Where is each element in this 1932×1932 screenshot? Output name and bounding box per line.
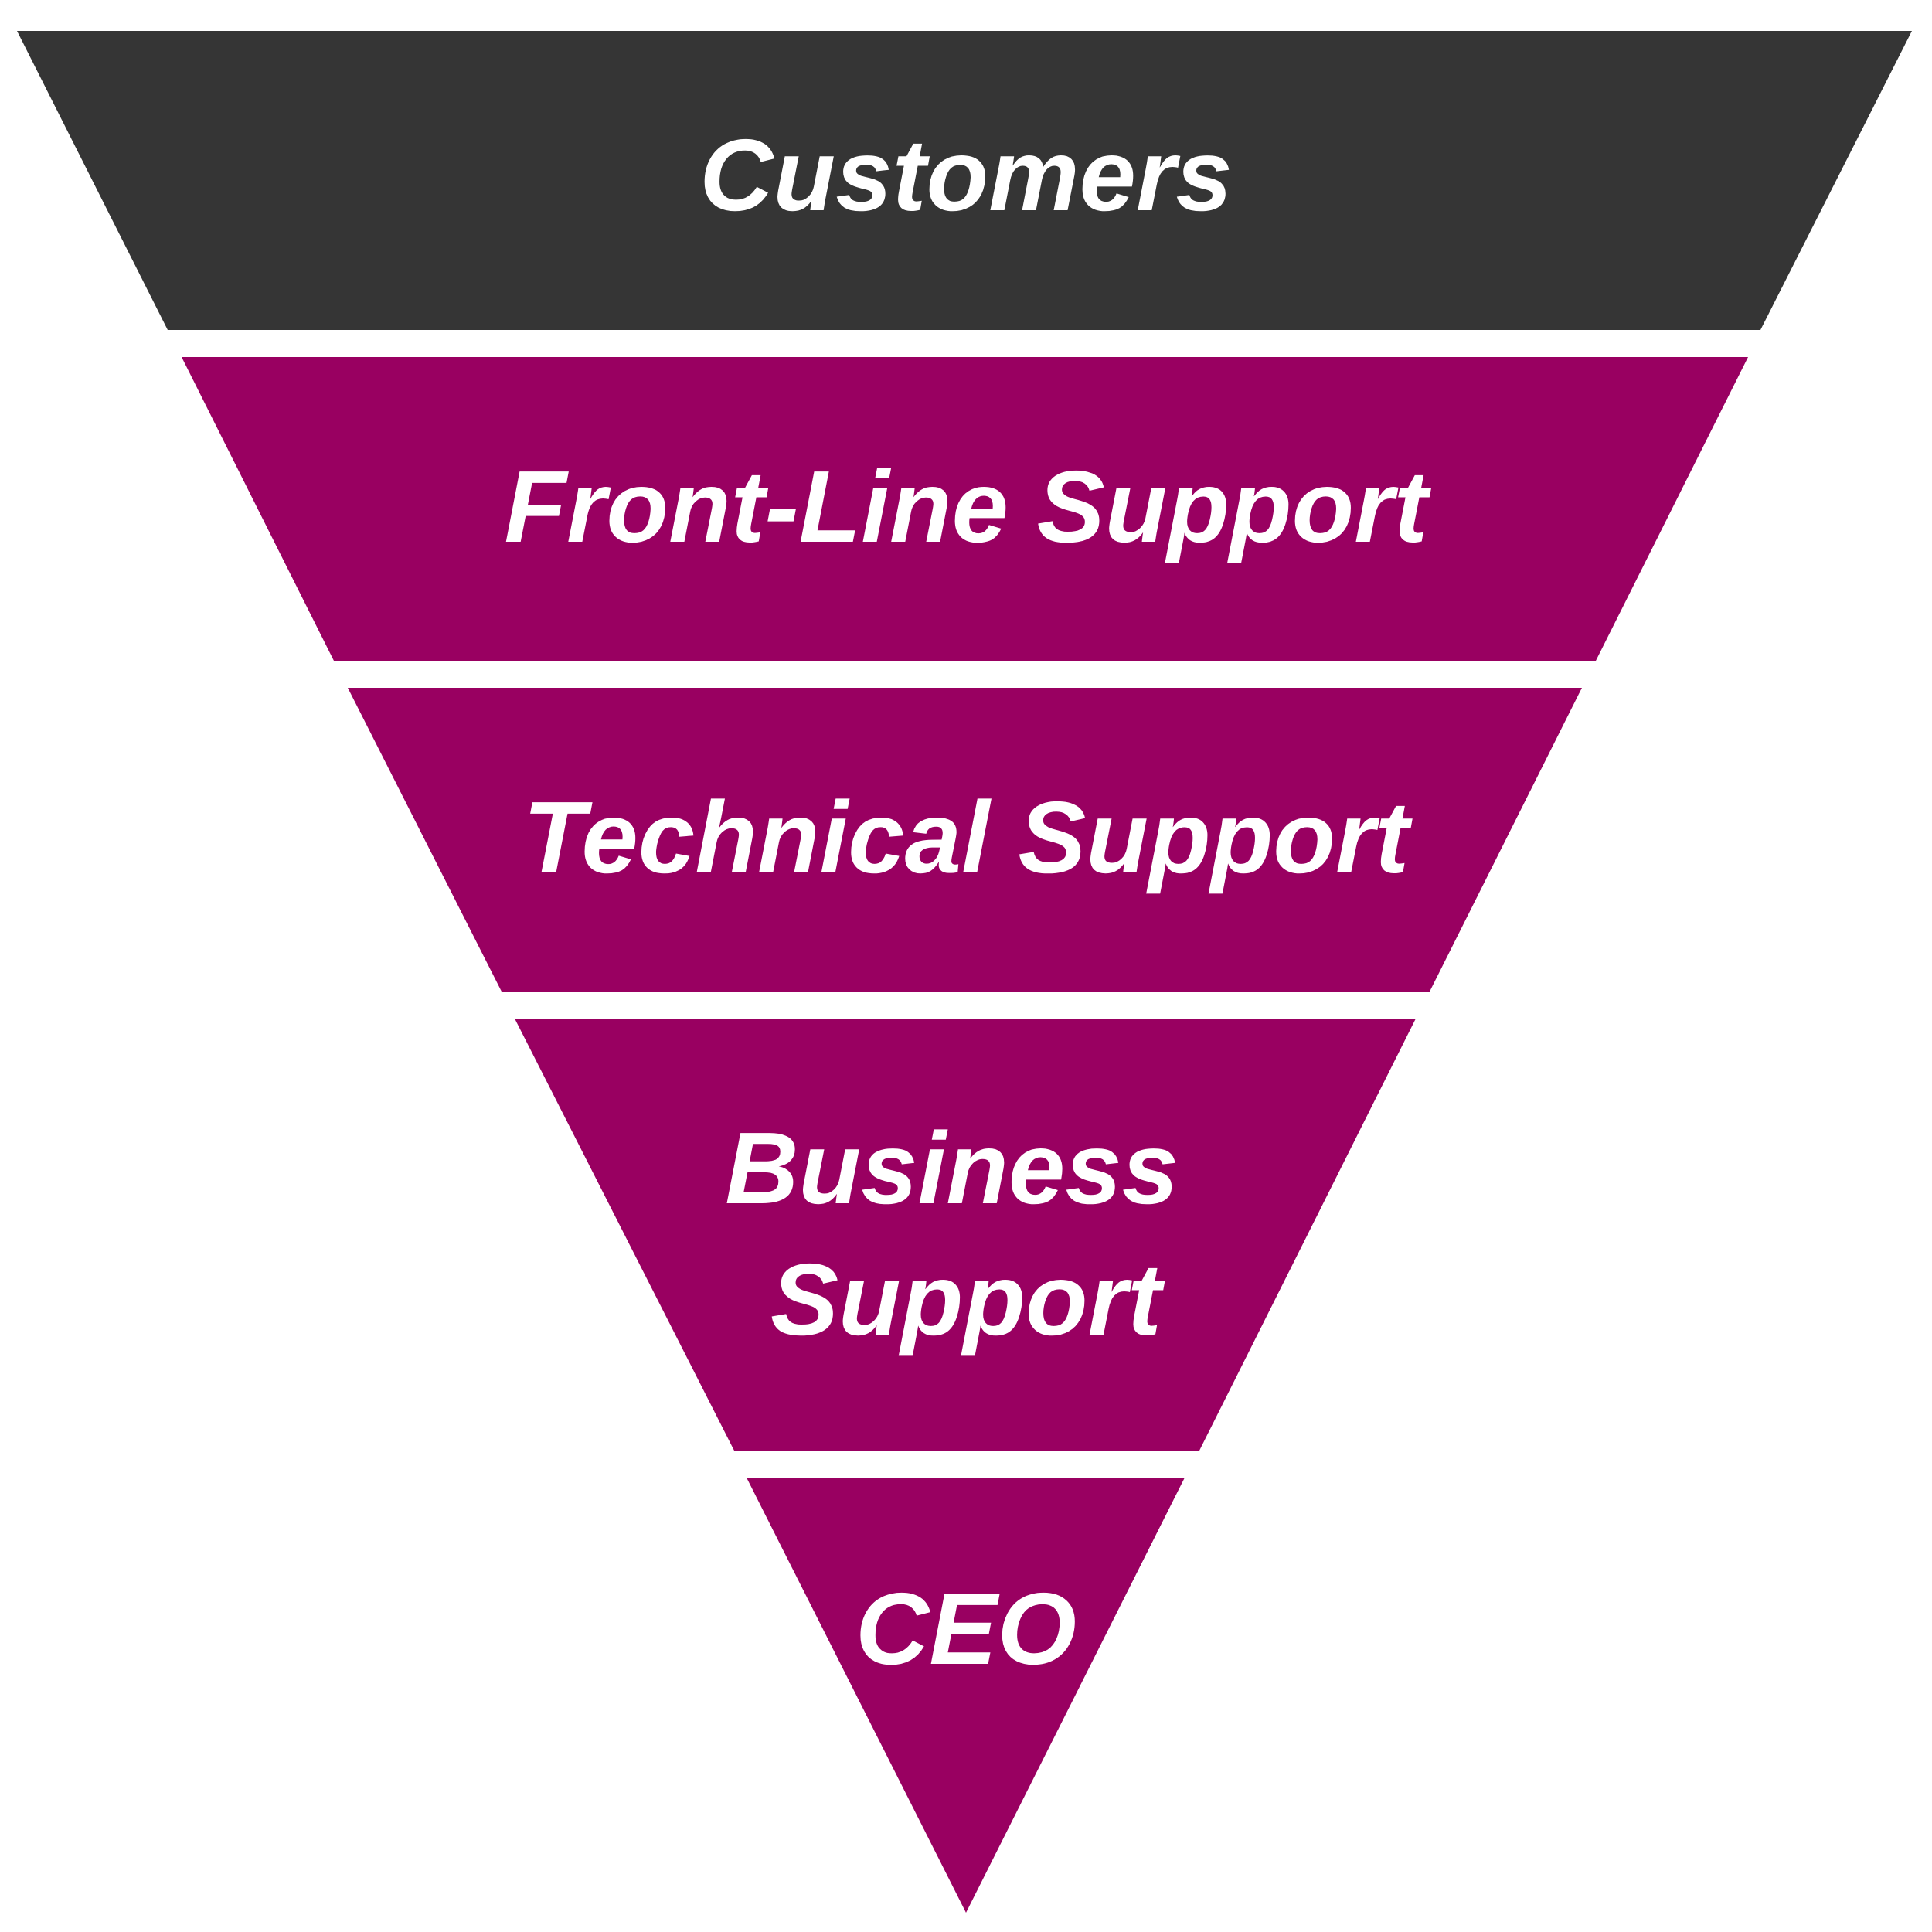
tier-customers-shape bbox=[17, 31, 1912, 330]
tier-business-support: Business Support bbox=[515, 1019, 1416, 1451]
tier-ceo-shape bbox=[747, 1478, 1185, 1913]
tier-ceo: CEO bbox=[747, 1478, 1185, 1913]
tier-front-line-support: Front-Line Support bbox=[182, 357, 1748, 661]
tier-front-line-support-shape bbox=[182, 357, 1748, 661]
tier-label-line: Customers bbox=[699, 118, 1233, 232]
tier-technical-support: Technical Support bbox=[348, 688, 1582, 992]
tier-customers: Customers bbox=[17, 31, 1912, 330]
tier-label-line: CEO bbox=[855, 1572, 1077, 1685]
tier-label-line: Business bbox=[725, 1111, 1179, 1225]
tier-technical-support-label: Technical Support bbox=[523, 781, 1413, 894]
tier-label-line: Technical Support bbox=[523, 781, 1413, 894]
tier-label-line: Support bbox=[770, 1243, 1165, 1356]
tier-business-support-shape bbox=[515, 1019, 1416, 1451]
tier-technical-support-shape bbox=[348, 688, 1582, 992]
tier-label-line: Front-Line Support bbox=[504, 450, 1431, 563]
tier-front-line-support-label: Front-Line Support bbox=[504, 450, 1431, 563]
tier-ceo-label: CEO bbox=[855, 1572, 1077, 1685]
tier-customers-label: Customers bbox=[699, 118, 1233, 232]
tier-business-support-label: Business Support bbox=[725, 1111, 1207, 1356]
